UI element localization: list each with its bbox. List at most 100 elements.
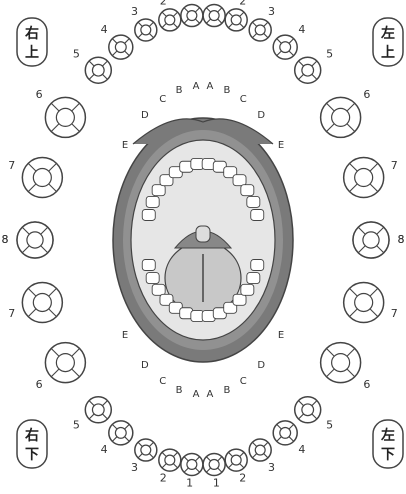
permanent-tooth[interactable]	[135, 439, 157, 461]
tooth-number: 1	[186, 476, 193, 489]
deciduous-letter: C	[240, 94, 247, 105]
tooth-occlusal	[165, 15, 175, 25]
tooth-occlusal	[280, 427, 291, 438]
permanent-tooth[interactable]	[109, 421, 133, 445]
tooth-occlusal	[56, 108, 74, 126]
permanent-tooth[interactable]	[249, 19, 271, 41]
tooth-occlusal	[33, 169, 51, 187]
tooth-occlusal	[141, 445, 151, 455]
tooth-occlusal	[92, 64, 104, 76]
lower-arch-tooth	[251, 260, 264, 271]
tooth-occlusal	[302, 64, 314, 76]
permanent-tooth[interactable]	[273, 35, 297, 59]
permanent-tooth[interactable]	[85, 397, 111, 423]
quadrant-badge-top: 右	[24, 427, 39, 444]
tooth-occlusal	[255, 25, 265, 35]
quadrant-badge-top: 左	[380, 25, 395, 42]
permanent-tooth[interactable]	[22, 158, 62, 198]
quadrant-badge-top: 左	[380, 427, 395, 444]
tooth-occlusal	[92, 404, 104, 416]
permanent-tooth[interactable]	[344, 158, 384, 198]
deciduous-letter: A	[206, 389, 213, 400]
upper-arch-tooth	[247, 196, 260, 207]
tooth-number: 5	[326, 47, 333, 60]
tooth-number: 1	[186, 0, 193, 3]
upper-arch-tooth	[152, 185, 165, 196]
upper-arch-tooth	[146, 196, 159, 207]
quadrant-badge-top: 右	[24, 25, 39, 42]
permanent-tooth[interactable]	[225, 9, 247, 31]
permanent-tooth[interactable]	[273, 421, 297, 445]
lower-arch-tooth	[247, 273, 260, 284]
tooth-number: 2	[160, 472, 167, 485]
permanent-tooth[interactable]	[353, 222, 389, 258]
tooth-number: 3	[268, 5, 275, 18]
tooth-number: 6	[363, 378, 370, 391]
tooth-number: 5	[326, 419, 333, 432]
permanent-tooth[interactable]	[203, 5, 225, 27]
tooth-number: 6	[36, 88, 43, 101]
permanent-tooth[interactable]	[159, 449, 181, 471]
tooth-occlusal	[231, 455, 241, 465]
tooth-occlusal	[332, 354, 350, 372]
deciduous-letter: B	[176, 385, 183, 396]
tooth-occlusal	[56, 354, 74, 372]
lower-arch-tooth	[146, 273, 159, 284]
tooth-occlusal	[209, 460, 219, 470]
deciduous-letter: C	[240, 376, 247, 387]
tooth-number: 7	[8, 159, 15, 172]
uvula	[196, 226, 210, 242]
quadrant-badge-upper-left-patient: 左上	[373, 18, 403, 66]
lower-arch-tooth	[241, 284, 254, 295]
tooth-number: 7	[391, 159, 398, 172]
deciduous-letter: B	[224, 85, 231, 96]
permanent-tooth[interactable]	[85, 57, 111, 83]
deciduous-letter: C	[159, 94, 166, 105]
permanent-tooth[interactable]	[181, 5, 203, 27]
permanent-tooth[interactable]	[249, 439, 271, 461]
deciduous-letter: E	[278, 140, 284, 151]
tooth-occlusal	[280, 42, 291, 53]
tooth-occlusal	[209, 11, 219, 21]
permanent-tooth[interactable]	[45, 97, 85, 137]
tooth-number: 7	[391, 307, 398, 320]
upper-arch-tooth	[233, 175, 246, 186]
quadrant-badge-bottom: 下	[25, 447, 39, 463]
permanent-tooth[interactable]	[17, 222, 53, 258]
permanent-tooth[interactable]	[344, 282, 384, 322]
tooth-number: 2	[239, 472, 246, 485]
deciduous-letter: E	[122, 330, 128, 341]
tooth-number: 4	[101, 23, 108, 36]
lower-arch-tooth	[142, 260, 155, 271]
tooth-number: 1	[213, 0, 220, 3]
deciduous-letter: D	[141, 360, 149, 371]
tooth-occlusal	[332, 108, 350, 126]
permanent-tooth[interactable]	[45, 343, 85, 383]
permanent-tooth[interactable]	[321, 343, 361, 383]
tooth-number: 4	[101, 443, 108, 456]
permanent-tooth[interactable]	[225, 449, 247, 471]
deciduous-letter: B	[224, 385, 231, 396]
tooth-number: 2	[160, 0, 167, 7]
deciduous-letter: D	[257, 110, 265, 121]
permanent-tooth[interactable]	[22, 282, 62, 322]
permanent-tooth[interactable]	[159, 9, 181, 31]
permanent-tooth[interactable]	[295, 57, 321, 83]
lower-arch-tooth	[152, 284, 165, 295]
upper-arch-tooth	[142, 209, 155, 220]
tooth-number: 8	[398, 233, 405, 246]
deciduous-letter: D	[257, 360, 265, 371]
tooth-number: 4	[298, 443, 305, 456]
tooth-occlusal	[302, 404, 314, 416]
quadrant-badge-lower-left-patient: 左下	[373, 420, 403, 468]
tooth-occlusal	[187, 11, 197, 21]
permanent-tooth[interactable]	[295, 397, 321, 423]
lower-arch-tooth	[233, 294, 246, 305]
deciduous-letter: A	[193, 81, 200, 92]
permanent-tooth[interactable]	[203, 453, 225, 475]
deciduous-letter: A	[206, 81, 213, 92]
permanent-tooth[interactable]	[135, 19, 157, 41]
permanent-tooth[interactable]	[109, 35, 133, 59]
permanent-tooth[interactable]	[181, 453, 203, 475]
permanent-tooth[interactable]	[321, 97, 361, 137]
